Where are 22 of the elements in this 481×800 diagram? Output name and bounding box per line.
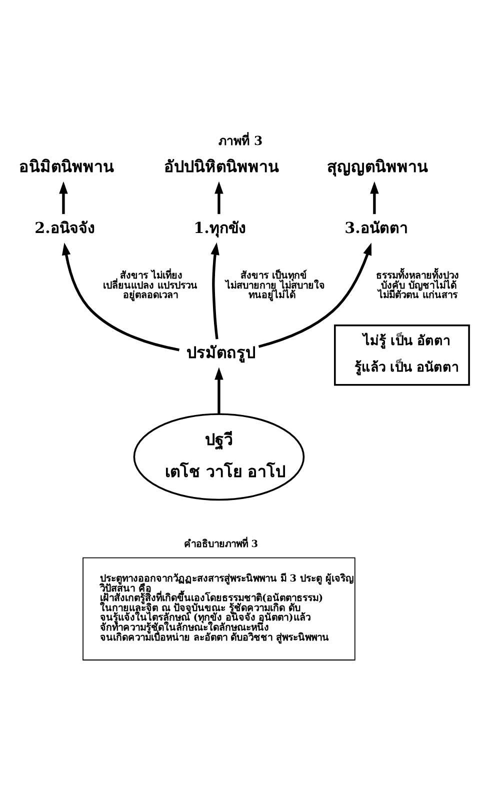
node-box: ประตูทางออกจากวัฏฏะสงสารสู่พระนิพพาน มี 3 ประตู ผู้เจริญ วิปัสสนา คือ เฝ้าสังเกตรู้สิ่งที่เกิดขึ้นเองโดยธรรมชาติ(อนัตตาธรรม) ในกายและจิต ณ ปัจจุบันขณะ รู้ชัดความเกิด ดับ จนรู้แจ้งในไตรลักษณ์ (ทุกขัง อนิจจัง อนัตตา)แล้ว จักทำความรู้ชัดในลักษณะใดลักษณะหนึ่ง จนเกิดความเบื่อหน่าย ละอัตตา ดับอวิชชา สู่พระนิพพาน [82,556,356,660]
node-ellipse: ปฐวี เตโช วาโย อาโป [133,412,305,500]
node-text: ปรมัตถรูป [186,342,256,362]
arrow [214,366,224,414]
node-text: 3.อนัตตา [344,218,408,237]
arrow [62,242,180,351]
node-label: คำอธิบายภาพที่ 3 [184,538,258,550]
edge-label: สังขาร ไม่เที่ยง เปลี่ยนแปลง แปรปรวน อยู่ตลอดเวลา [103,270,198,301]
node-text: 1.ทุกขัง [194,218,246,237]
node-text: สุญญตนิพพาน [326,156,428,176]
arrow [59,180,68,214]
arrow [214,180,224,214]
node-text: อัปปนิหิตนิพพาน [164,156,279,176]
arrow [258,242,372,348]
node-box: ไม่รู้ เป็น อัตตา รู้แล้ว เป็น อนัตตา [334,324,470,386]
node-text: 2.อนิจจัง [34,218,94,237]
arrow [370,180,379,214]
node-text: อนิมิตนิพพาน [19,156,114,176]
edge-label: สังขาร เป็นทุกข์ ไม่สบายกาย ไม่สบายใจ ทนอยู่ไม่ได้ [226,270,326,301]
diagram-title: ภาพที่ 3 [218,132,263,148]
arrow [210,242,220,339]
edge-label: ธรรมทั้งหลายทั้งปวง บังคับ บัญชาไม่ได้ ไม่มีตัวตน แก่นสาร [376,270,459,301]
